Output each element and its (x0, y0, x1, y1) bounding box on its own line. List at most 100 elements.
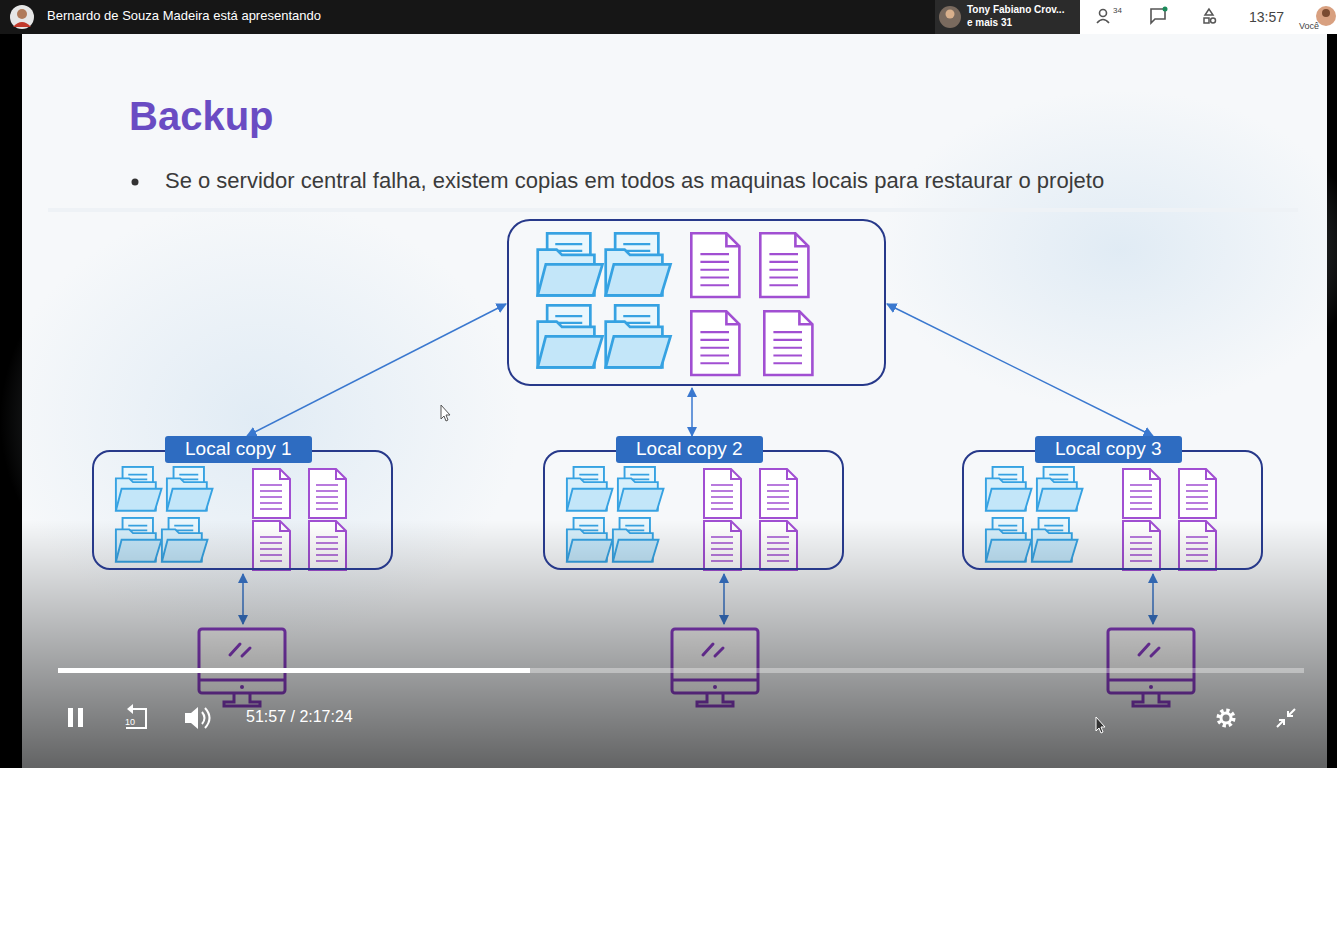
avatar (1322, 9, 1330, 17)
sync-arrow (247, 304, 506, 436)
document-fold (726, 233, 739, 246)
progress-played (58, 668, 530, 673)
document-lines (260, 485, 282, 509)
document-fold (280, 469, 290, 479)
settings-icon (1219, 711, 1233, 725)
document-lines (711, 485, 733, 509)
folder-front (1037, 489, 1083, 511)
folder-icon (606, 233, 671, 295)
pause-icon (78, 708, 83, 727)
people-icon (1100, 10, 1107, 17)
document-lines (767, 485, 789, 509)
document-sheet (691, 233, 739, 297)
document-fold (799, 311, 812, 324)
pause-icon (68, 708, 73, 727)
document-lines (769, 254, 798, 285)
people-count: 34 (1113, 6, 1122, 15)
folder-icon (986, 467, 1032, 511)
participant-count: e mais 31 (967, 17, 1012, 29)
folder-front (538, 336, 603, 367)
document-fold (731, 469, 741, 479)
document-icon (704, 469, 741, 518)
bullet-text: Se o servidor central falha, existem cop… (165, 168, 1104, 193)
avatar (17, 9, 27, 19)
activities-icon (1211, 18, 1216, 23)
local-copy-box: Local copy 3 (962, 450, 1263, 570)
activities-icon (1204, 9, 1213, 23)
sync-arrow (887, 304, 1153, 436)
box-heading: Local copy 3 (1035, 436, 1182, 463)
slide-decor (880, 90, 1337, 410)
document-lines (1130, 485, 1152, 509)
replay-icon (126, 709, 146, 728)
document-icon (691, 311, 739, 375)
mouse-cursor (1096, 717, 1105, 733)
volume-icon (202, 708, 210, 728)
icon-group (116, 233, 1216, 570)
avatar (946, 10, 955, 19)
document-fold (1206, 469, 1216, 479)
avatar (10, 5, 34, 29)
document-lines (700, 254, 729, 285)
document-sheet (764, 311, 812, 375)
document-fold (336, 469, 346, 479)
settings-icon (1221, 713, 1231, 723)
people-icon (1097, 20, 1109, 24)
document-fold (726, 311, 739, 324)
top-bar (0, 0, 1337, 34)
folder-front (167, 489, 213, 511)
folder-front (116, 489, 162, 511)
bullet-dot (132, 179, 139, 186)
clock: 13:57 (1249, 9, 1284, 25)
slide-title: Backup (129, 93, 274, 139)
avatar (13, 22, 31, 27)
document-sheet (760, 233, 808, 297)
document-lines (773, 332, 802, 363)
progress-track (58, 668, 1304, 673)
presenter-caption: Bernardo de Souza Madeira está apresenta… (47, 9, 321, 24)
document-lines (1186, 485, 1208, 509)
folder-front (606, 336, 671, 367)
folder-icon (618, 467, 664, 511)
document-icon (764, 311, 812, 375)
mouse-cursor (441, 405, 450, 421)
self-label: Você (1299, 21, 1319, 31)
document-icon (309, 469, 346, 518)
document-fold (795, 233, 808, 246)
folder-icon (116, 467, 162, 511)
document-icon (760, 469, 797, 518)
document-sheet (704, 469, 741, 518)
participant-name: Tony Fabiano Crov... (967, 4, 1064, 16)
sync-arrow (691, 388, 693, 436)
document-sheet (760, 469, 797, 518)
document-fold (1150, 469, 1160, 479)
exit-fullscreen-icon (1277, 709, 1295, 727)
document-icon (253, 469, 290, 518)
folder-front (606, 264, 671, 295)
chat-icon (1151, 9, 1165, 23)
document-icon (691, 233, 739, 297)
folder-front (567, 489, 613, 511)
document-sheet (309, 469, 346, 518)
box-heading: Local copy 1 (165, 436, 312, 463)
avatar (939, 6, 961, 28)
folder-icon (606, 305, 671, 367)
slide-decor (48, 208, 1298, 212)
folder-icon (538, 233, 603, 295)
document-icon (1123, 469, 1160, 518)
folder-front (538, 264, 603, 295)
replay-seconds: 10 (125, 717, 135, 727)
controls-shade (22, 520, 1327, 768)
document-sheet (1123, 469, 1160, 518)
document-sheet (691, 311, 739, 375)
folder-front (986, 489, 1032, 511)
volume-icon (185, 707, 198, 729)
replay-icon (127, 704, 133, 714)
document-fold (787, 469, 797, 479)
document-icon (760, 233, 808, 297)
document-sheet (253, 469, 290, 518)
video-time: 51:57 / 2:17:24 (246, 708, 353, 726)
document-sheet (1179, 469, 1216, 518)
